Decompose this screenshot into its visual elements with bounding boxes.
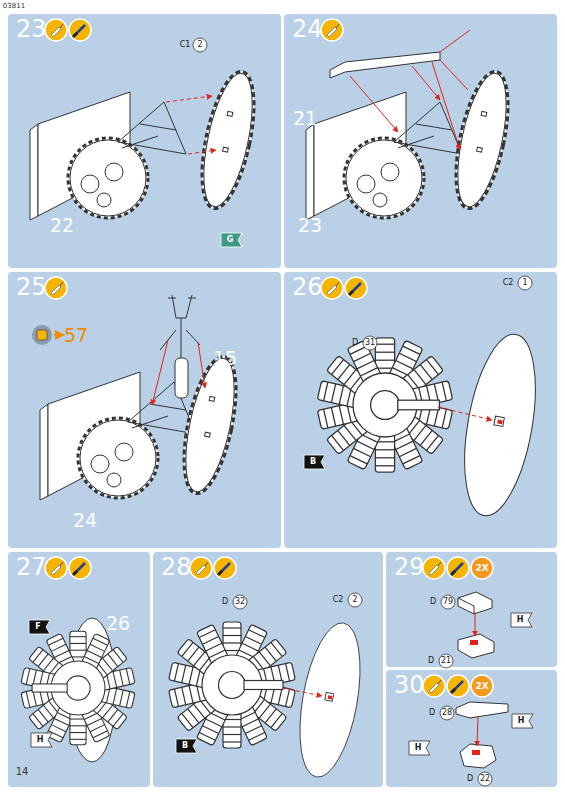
glue-icon bbox=[321, 19, 343, 41]
color-tag bbox=[409, 741, 430, 755]
callout-number: 1 bbox=[522, 279, 527, 287]
part-number: 24 bbox=[73, 511, 97, 530]
step-panel: 26 bbox=[284, 272, 557, 548]
color-code: H bbox=[518, 717, 525, 725]
step-panel bbox=[8, 14, 281, 268]
callout-number: 2 bbox=[352, 596, 357, 604]
step-panel: 27 bbox=[8, 552, 150, 787]
step-panel: 24 bbox=[284, 14, 557, 268]
step-panel: 23 bbox=[8, 14, 281, 268]
paint-icon bbox=[345, 277, 367, 299]
callout-circle bbox=[363, 336, 377, 350]
paint-icon bbox=[447, 557, 469, 579]
callout-number: 31 bbox=[365, 339, 375, 347]
step-panel bbox=[153, 552, 383, 787]
step-panel bbox=[8, 552, 150, 787]
callout-circle bbox=[440, 706, 454, 720]
color-tag bbox=[511, 613, 532, 627]
page-note: 14 bbox=[16, 767, 29, 777]
sprue-letter: C1 bbox=[180, 41, 191, 49]
step-panel: 25 bbox=[8, 272, 281, 548]
step-number: 23 bbox=[16, 16, 47, 42]
color-tag bbox=[304, 455, 325, 469]
step-number: 29 bbox=[394, 554, 425, 580]
callout-circle bbox=[439, 654, 453, 668]
color-tag bbox=[512, 714, 533, 728]
glue-icon bbox=[190, 557, 212, 579]
paint-icon bbox=[69, 557, 91, 579]
glue-icon bbox=[423, 675, 445, 697]
step-number: 28 bbox=[161, 554, 192, 580]
step-number: 26 bbox=[292, 274, 323, 300]
quantity: 2X bbox=[475, 682, 488, 691]
paint-icon bbox=[214, 557, 236, 579]
color-tag bbox=[221, 233, 242, 247]
callout-number: 2 bbox=[197, 41, 202, 49]
step-panel bbox=[386, 670, 557, 787]
callout-circle bbox=[233, 595, 247, 609]
glue-icon bbox=[45, 19, 67, 41]
sprue-letter: C2 bbox=[503, 279, 514, 287]
callout-number: 21 bbox=[441, 657, 451, 665]
glue-icon bbox=[45, 557, 67, 579]
sprue-letter: D bbox=[429, 709, 435, 717]
part-number: 22 bbox=[50, 216, 74, 235]
callout-number: 32 bbox=[235, 598, 245, 606]
step-panel: 29 bbox=[386, 552, 557, 667]
color-code: H bbox=[415, 744, 422, 752]
step-panel bbox=[8, 272, 281, 548]
callout-number: 28 bbox=[442, 709, 452, 717]
paint-icon bbox=[69, 19, 91, 41]
color-code: H bbox=[517, 616, 524, 624]
callout-circle bbox=[441, 595, 455, 609]
part-number: 26 bbox=[106, 614, 130, 633]
quantity: 2X bbox=[475, 564, 488, 573]
callout-circle bbox=[518, 276, 532, 290]
step-panel bbox=[284, 14, 557, 268]
part-number: 15 bbox=[213, 349, 237, 368]
color-tag bbox=[31, 733, 52, 747]
callout-circle bbox=[478, 772, 492, 786]
color-code: F bbox=[35, 623, 40, 631]
step-number: 24 bbox=[292, 16, 323, 42]
sprue-letter: D bbox=[352, 339, 358, 347]
color-code: G bbox=[227, 236, 234, 244]
step-panel: 30 bbox=[386, 670, 557, 787]
sprue-letter: C2 bbox=[333, 596, 344, 604]
paint-icon bbox=[447, 675, 469, 697]
callout-number: 79 bbox=[443, 598, 453, 606]
page-note: 03811 bbox=[3, 3, 25, 10]
glue-icon bbox=[321, 277, 343, 299]
color-number: 57 bbox=[64, 326, 88, 345]
sprue-letter: D bbox=[428, 657, 434, 665]
sprue-letter: D bbox=[222, 598, 228, 606]
step-panel bbox=[284, 272, 557, 548]
color-code: H bbox=[37, 736, 44, 744]
count-badge bbox=[471, 675, 493, 697]
part-number: 21 bbox=[293, 109, 317, 128]
color-code: B bbox=[310, 458, 316, 466]
callout-circle bbox=[193, 38, 207, 52]
color-tag bbox=[29, 620, 50, 634]
glue-icon bbox=[423, 557, 445, 579]
step-number: 30 bbox=[394, 672, 425, 698]
color-code: B bbox=[182, 742, 188, 750]
step-panel: 28 bbox=[153, 552, 383, 787]
step-panel bbox=[386, 552, 557, 667]
sprue-letter: D bbox=[467, 775, 473, 783]
callout-number: 22 bbox=[480, 775, 490, 783]
step-number: 25 bbox=[16, 274, 47, 300]
part-number: 23 bbox=[298, 216, 322, 235]
callout-circle bbox=[348, 593, 362, 607]
color-tag bbox=[176, 739, 197, 753]
glue-icon bbox=[45, 277, 67, 299]
step-number: 27 bbox=[16, 554, 47, 580]
count-badge bbox=[471, 557, 493, 579]
sprue-letter: D bbox=[430, 598, 436, 606]
